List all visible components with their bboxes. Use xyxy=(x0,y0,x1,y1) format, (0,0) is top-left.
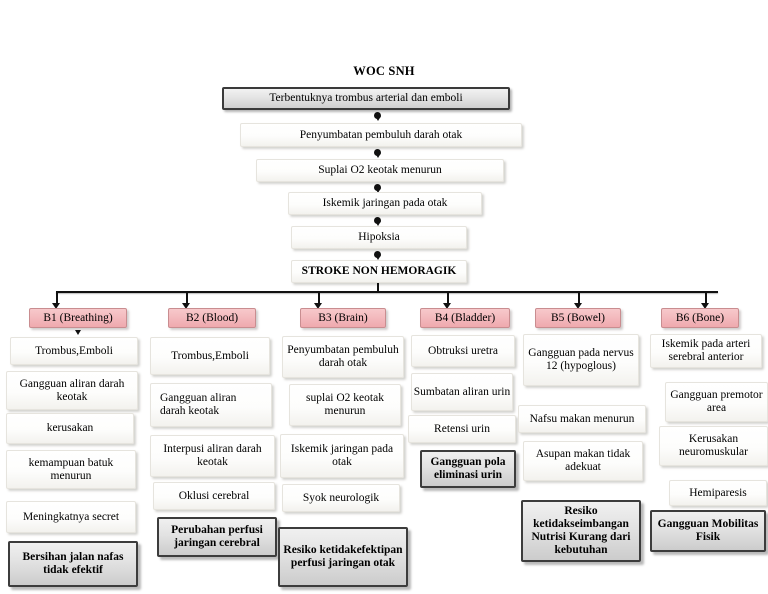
connector-distribution-bus xyxy=(56,291,718,293)
node-b1-5: Meningkatnya secret xyxy=(6,501,136,533)
column-header-b6[interactable]: B6 (Bone) xyxy=(661,308,739,328)
connector-leg-b3 xyxy=(318,291,320,305)
outcome-b6: Gangguan Mobilitas Fisik xyxy=(650,510,766,552)
trunk-node-1: Terbentuknya trombus arterial dan emboli xyxy=(222,87,510,110)
trunk-node-4: Iskemik jaringan pada otak xyxy=(288,192,482,215)
node-b4-3: Retensi urin xyxy=(408,415,516,443)
connector-arrow-trunk-5 xyxy=(374,251,381,258)
node-b6-1: Iskemik pada arteri serebral anterior xyxy=(650,334,762,368)
outcome-b5: Resiko ketidakseimbangan Nutrisi Kurang … xyxy=(521,500,641,562)
node-b5-1: Gangguan pada nervus 12 (hypoglous) xyxy=(523,334,639,386)
trunk-node-2: Penyumbatan pembuluh darah otak xyxy=(240,123,522,147)
connector-arrow-trunk-3 xyxy=(374,184,381,191)
connector-arrowhead-b1-first xyxy=(75,330,81,335)
column-header-b2[interactable]: B2 (Blood) xyxy=(168,308,256,328)
column-header-b3[interactable]: B3 (Brain) xyxy=(300,308,386,328)
trunk-node-stroke: STROKE NON HEMORAGIK xyxy=(291,260,467,283)
node-b2-4: Oklusi cerebral xyxy=(153,482,275,510)
trunk-node-3: Suplai O2 keotak menurun xyxy=(256,159,504,182)
connector-arrowhead-trunk-1 xyxy=(375,116,381,121)
node-b2-1: Trombus,Emboli xyxy=(150,337,270,375)
outcome-b3: Resiko ketidakefektipan perfusi jaringan… xyxy=(278,527,408,587)
outcome-b1: Bersihan jalan nafas tidak efektif xyxy=(8,541,138,587)
node-b3-1: Penyumbatan pembuluh darah otak xyxy=(282,336,404,378)
connector-arrowhead-b4 xyxy=(443,303,451,309)
connector-leg-b6 xyxy=(705,291,707,305)
connector-arrowhead-b2 xyxy=(182,303,190,309)
node-b5-3: Asupan makan tidak adekuat xyxy=(523,441,643,481)
column-header-b4[interactable]: B4 (Bladder) xyxy=(420,308,510,328)
connector-arrowhead-b3 xyxy=(314,303,322,309)
outcome-b2: Perubahan perfusi jaringan cerebral xyxy=(157,517,277,557)
trunk-node-5: Hipoksia xyxy=(291,226,467,249)
connector-arrowhead-trunk-4 xyxy=(375,221,381,226)
node-b4-2: Sumbatan aliran urin xyxy=(411,373,513,411)
connector-leg-b4 xyxy=(447,291,449,305)
connector-leg-b2 xyxy=(186,291,188,305)
node-b3-4: Syok neurologik xyxy=(282,484,400,512)
connector-arrow-trunk-2 xyxy=(374,149,381,156)
connector-stem-to-bus xyxy=(377,283,379,292)
column-header-b1[interactable]: B1 (Breathing) xyxy=(29,308,127,328)
node-b3-2: suplai O2 keotak menurun xyxy=(289,384,401,426)
connector-arrowhead-b5 xyxy=(574,303,582,309)
connector-leg-b1 xyxy=(56,291,58,305)
node-b1-4: kemampuan batuk menurun xyxy=(6,450,136,489)
connector-arrowhead-trunk-2 xyxy=(375,153,381,158)
node-b2-2: Gangguan aliran darah keotak xyxy=(150,383,272,427)
page-title: WOC SNH xyxy=(353,64,415,78)
node-b1-1: Trombus,Emboli xyxy=(10,337,138,365)
node-b4-1: Obtruksi uretra xyxy=(411,335,515,367)
outcome-b4: Gangguan pola eliminasi urin xyxy=(420,450,516,488)
connector-leg-b5 xyxy=(578,291,580,305)
node-b1-2: Gangguan aliran darah keotak xyxy=(6,371,138,410)
column-header-b5[interactable]: B5 (Bowel) xyxy=(535,308,621,328)
connector-arrowhead-b6 xyxy=(701,303,709,309)
connector-arrow-trunk-4 xyxy=(374,217,381,224)
node-b1-3: kerusakan xyxy=(6,413,134,444)
node-b6-2: Gangguan premotor area xyxy=(665,382,768,422)
connector-arrowhead-trunk-5 xyxy=(375,255,381,260)
connector-arrowhead-b1 xyxy=(52,303,60,309)
connector-arrowhead-trunk-3 xyxy=(375,188,381,193)
node-b2-3: Interpusi aliran darah keotak xyxy=(150,435,275,477)
connector-arrow-trunk-1 xyxy=(374,112,381,119)
node-b6-3: Kerusakan neuromuskular xyxy=(659,426,768,466)
node-b3-3: Iskemik jaringan pada otak xyxy=(280,434,404,478)
node-b6-4: Hemiparesis xyxy=(669,480,767,506)
node-b5-2: Nafsu makan menurun xyxy=(518,405,646,433)
